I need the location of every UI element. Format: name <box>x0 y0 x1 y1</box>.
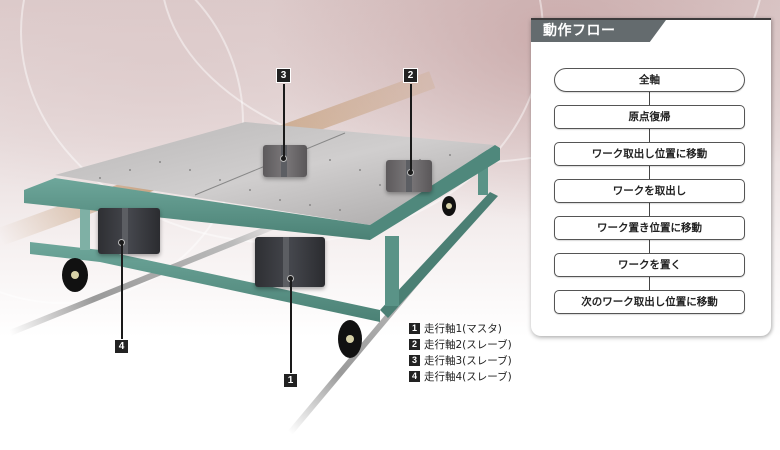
marker-badge-1: 1 <box>283 373 298 388</box>
legend-label: 走行軸2(スレーブ) <box>424 338 512 351</box>
axis-legend: 1 走行軸1(マスタ) 2 走行軸2(スレーブ) 3 走行軸3(スレーブ) 4 … <box>409 320 512 384</box>
legend-item: 2 走行軸2(スレーブ) <box>409 336 512 352</box>
operation-flow-panel: 動作フロー 全軸 原点復帰 ワーク取出し位置に移動 ワークを取出し ワーク置き位… <box>531 18 771 336</box>
motor-axis-2 <box>386 160 432 192</box>
flow-step-pick: ワークを取出し <box>554 179 745 203</box>
legend-badge: 1 <box>409 322 420 334</box>
marker-badge-3: 3 <box>276 68 291 83</box>
leader-line-1 <box>290 278 292 373</box>
flow-connector <box>649 277 650 290</box>
leader-line-4 <box>121 242 123 340</box>
motor-axis-4 <box>98 208 160 254</box>
legend-item: 3 走行軸3(スレーブ) <box>409 352 512 368</box>
flow-connector <box>649 240 650 253</box>
marker-badge-4: 4 <box>114 339 129 354</box>
flow-step-place: ワークを置く <box>554 253 745 277</box>
caster-wheel <box>442 196 456 216</box>
panel-header: 動作フロー <box>531 20 666 42</box>
caster-wheel <box>338 320 362 358</box>
flow-connector <box>649 166 650 179</box>
legend-badge: 4 <box>409 370 420 382</box>
flow-step-homing: 原点復帰 <box>554 105 745 129</box>
legend-badge: 2 <box>409 338 420 350</box>
flow-step-move-to-next-pick: 次のワーク取出し位置に移動 <box>554 290 745 314</box>
legend-label: 走行軸3(スレーブ) <box>424 354 512 367</box>
caster-wheel <box>62 258 88 292</box>
panel-title: 動作フロー <box>543 23 616 39</box>
legend-badge: 3 <box>409 354 420 366</box>
leader-line-2 <box>410 84 412 172</box>
flow-connector <box>649 129 650 142</box>
legend-item: 4 走行軸4(スレーブ) <box>409 368 512 384</box>
legend-label: 走行軸4(スレーブ) <box>424 370 512 383</box>
marker-badge-2: 2 <box>403 68 418 83</box>
flow-step-move-to-pick: ワーク取出し位置に移動 <box>554 142 745 166</box>
flow-chart: 全軸 原点復帰 ワーク取出し位置に移動 ワークを取出し ワーク置き位置に移動 ワ… <box>554 68 745 314</box>
legend-item: 1 走行軸1(マスタ) <box>409 320 512 336</box>
flow-step-all-axes: 全軸 <box>554 68 745 92</box>
flow-connector <box>649 203 650 216</box>
flow-step-move-to-place: ワーク置き位置に移動 <box>554 216 745 240</box>
leader-line-3 <box>283 84 285 158</box>
flow-connector <box>649 92 650 105</box>
legend-label: 走行軸1(マスタ) <box>424 322 502 335</box>
